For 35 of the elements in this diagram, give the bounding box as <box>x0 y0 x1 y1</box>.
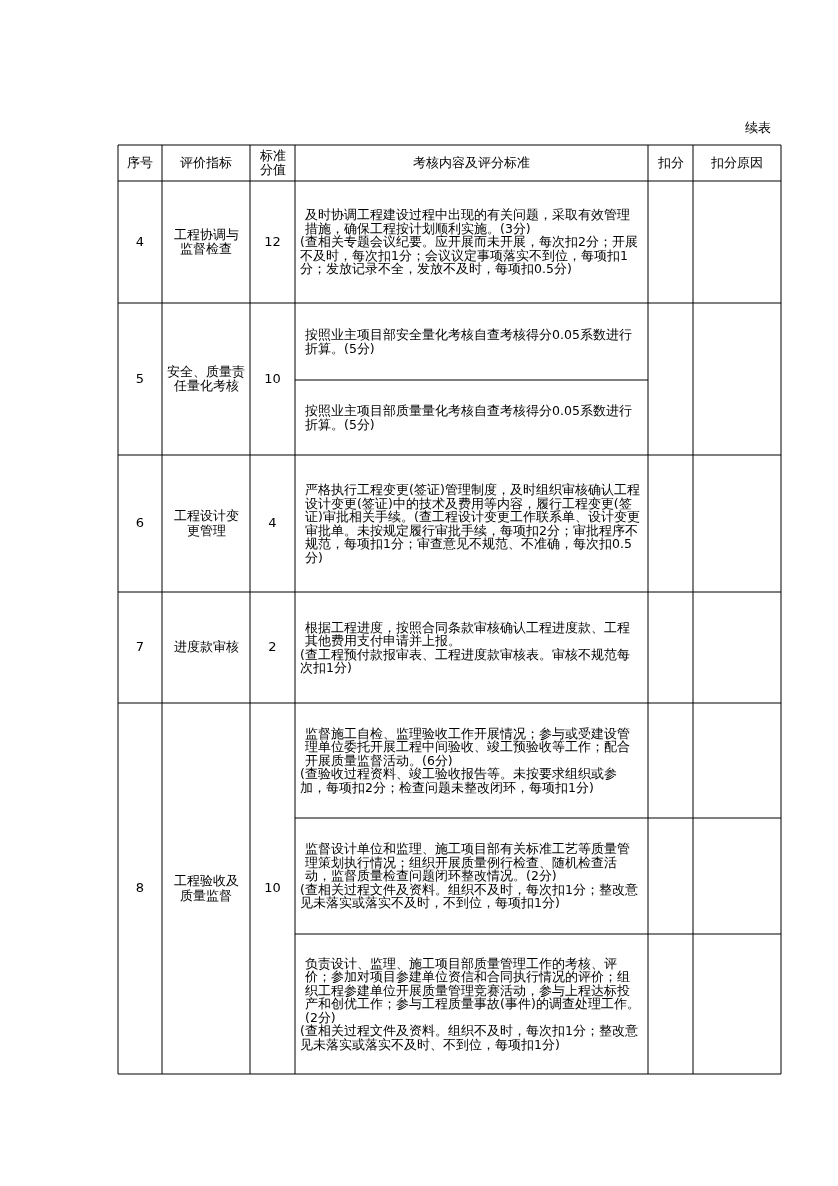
row-number: 7 <box>135 640 145 655</box>
row-number: 4 <box>135 235 145 249</box>
deduction-note: (查工程预付款报审表、工程进度款审核表。审核不规范每次扣1分) <box>300 647 631 675</box>
column-header: 考核内容及评分标准 <box>413 156 530 170</box>
criteria-text: 严格执行工程变更(签证)管理制度，及时组织审核确认工程设计变更(签证)中的技术及费用等内容，履行工程变更(签证)审批相关手续。(查工程设计变更工作联系单、设计变更审批单。未按规定履行审批手续，每项扣2分；审批程序不规范，每项扣1分；审查意见不规范、不准确，每次扣0.5分) <box>305 483 641 564</box>
deduction-note: (查相关过程文件及资料。组织不及时，每次扣1分；整改意见未落实或落实不及时，不到位，每项扣1分) <box>300 882 639 910</box>
deduction-note: (查相关专题会议纪要。应开展而未开展，每次扣2分；开展不及时，每次扣1分；会议议定事项落实不到位，每项扣1分；发放记录不全，发放不及时，每项扣0.5分) <box>300 235 639 276</box>
criterion-name: 安全、质量责任量化考核 <box>166 364 246 394</box>
column-header: 扣分 <box>657 156 684 170</box>
criterion-name: 工程验收及质量监督 <box>172 874 240 903</box>
column-header: 扣分原因 <box>711 156 763 170</box>
table-note: 续表 <box>745 121 771 136</box>
deduction-note: (查验收过程资料、竣工验收报告等。未按要求组织或参加，每项扣2分；检查问题未整改闭环，每项扣1分) <box>300 767 618 795</box>
row-number: 6 <box>135 516 145 531</box>
column-header: 序号 <box>127 156 153 170</box>
criteria-text: 根据工程进度，按照合同条款审核确认工程进度款、工程其他费用支付申请并上报。 <box>305 620 631 648</box>
score-value: 10 <box>264 372 281 386</box>
score-value: 2 <box>268 640 277 655</box>
column-header: 标准分值 <box>258 148 287 178</box>
row-number: 5 <box>135 372 145 386</box>
criteria-text: 及时协调工程建设过程中出现的有关问题，采取有效管理措施，确保工程按计划顺利实施。(3分) <box>305 208 630 236</box>
criteria-text: 监督施工自检、监理验收工作开展情况；参与或受建设管理单位委托开展工程中间验收、竣工预验收等工作；配合开展质量监督活动。(6分) <box>305 726 631 768</box>
deduction-note: (查相关过程文件及资料。组织不及时，每次扣1分；整改意见未落实或落实不及时、不到位，每项扣1分) <box>300 1024 639 1052</box>
score-value: 12 <box>264 235 281 249</box>
criteria-text: 负责设计、监理、施工项目部质量管理工作的考核、评价；参加对项目参建单位资信和合同执行情况的评价；组织工程参建单位开展质量管理竞赛活动，参与上程达标投产和创优工作；参与工程质量事故(事件)的调查处理工作。(2分) <box>305 956 641 1025</box>
score-value: 4 <box>268 516 277 531</box>
criteria-text: 按照业主项目部质量量化考核自查考核得分0.05系数进行折算。(5分) <box>305 404 633 431</box>
column-header: 评价指标 <box>180 156 232 170</box>
criteria-text: 监督设计单位和监理、施工项目部有关标准工艺等质量管理策划执行情况；组织开展质量例行检查、随机检查活动，监督质量检查问题闭环整改情况。(2分) <box>305 842 630 883</box>
criterion-name: 进度款审核 <box>173 640 239 655</box>
criterion-name: 工程设计变更管理 <box>172 509 240 538</box>
criteria-text: 按照业主项目部安全量化考核自查考核得分0.05系数进行折算。(5分) <box>305 328 633 355</box>
score-value: 10 <box>264 881 281 896</box>
row-number: 8 <box>135 881 145 896</box>
criterion-name: 工程协调与监督检查 <box>172 227 240 257</box>
